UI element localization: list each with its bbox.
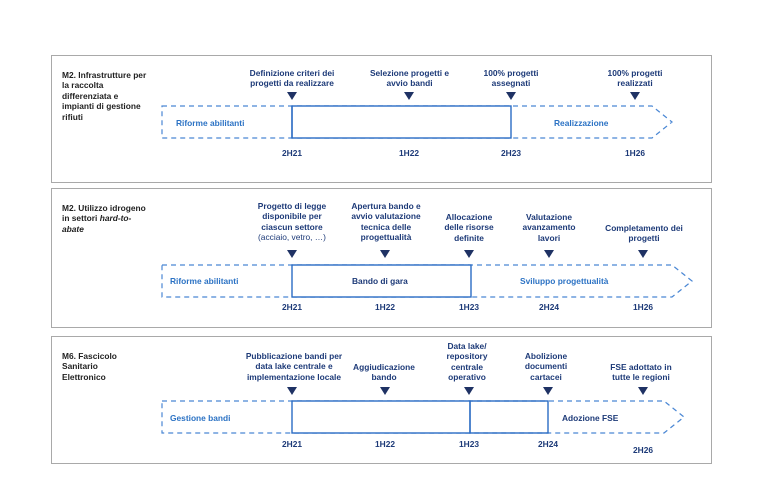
bar-label: Adozione FSE bbox=[562, 413, 619, 423]
date-label: 1H23 bbox=[458, 302, 480, 312]
date-label: 1H23 bbox=[458, 439, 480, 449]
timeline-bar bbox=[161, 400, 685, 434]
milestone-label: 100% progetti realizzati bbox=[607, 68, 663, 89]
milestone-label: Abolizione documenti cartacei bbox=[524, 351, 568, 382]
date-label: 2H23 bbox=[500, 148, 522, 158]
milestone-sublabel: (acciaio, vetro, …) bbox=[258, 232, 326, 243]
date-label: 1H22 bbox=[374, 439, 396, 449]
date-label: 2H21 bbox=[281, 148, 303, 158]
panel-waste-infrastructure: M2. Infrastrutture per la raccolta diffe… bbox=[51, 55, 712, 183]
panel-hydrogen: M2. Utilizzo idrogeno in settori hard-to… bbox=[51, 188, 712, 328]
panel-health-record: M6. Fascicolo Sanitario Elettronico Pubb… bbox=[51, 336, 712, 464]
milestone-label: FSE adottato in tutte le regioni bbox=[610, 362, 672, 383]
panel-title-italic: hard-to-abate bbox=[62, 213, 132, 234]
date-label: 1H26 bbox=[632, 302, 654, 312]
timeline-bar bbox=[161, 105, 673, 139]
milestone-label: 100% progetti assegnati bbox=[483, 68, 539, 89]
milestone-label-text: Progetto di legge disponibile per ciascu… bbox=[257, 201, 327, 232]
milestone-marker bbox=[464, 250, 474, 258]
panel-title-text: M2. Utilizzo idrogeno in settori bbox=[62, 203, 146, 224]
milestone-label: Pubblicazione bandi per data lake centra… bbox=[245, 351, 343, 382]
milestone-marker bbox=[630, 92, 640, 100]
milestone-marker bbox=[380, 387, 390, 395]
milestone-label: Allocazione delle risorse definite bbox=[444, 212, 494, 243]
milestone-label: Definizione criteri dei progetti da real… bbox=[249, 68, 335, 89]
milestone-marker bbox=[287, 387, 297, 395]
milestone-label: Completamento dei progetti bbox=[605, 223, 683, 244]
date-label: 2H21 bbox=[281, 302, 303, 312]
milestone-marker bbox=[638, 387, 648, 395]
bar-label: Sviluppo progettualità bbox=[520, 276, 609, 286]
bar-label: Riforme abilitanti bbox=[176, 118, 245, 128]
bar-label: Riforme abilitanti bbox=[170, 276, 239, 286]
milestone-marker bbox=[380, 250, 390, 258]
milestone-marker bbox=[544, 250, 554, 258]
bar-label: Bando di gara bbox=[352, 276, 408, 286]
panel-title: M2. Infrastrutture per la raccolta diffe… bbox=[62, 70, 147, 122]
date-label: 2H21 bbox=[281, 439, 303, 449]
milestone-marker bbox=[506, 92, 516, 100]
milestone-label: Progetto di legge disponibile per ciascu… bbox=[248, 201, 336, 243]
panel-title: M6. Fascicolo Sanitario Elettronico bbox=[62, 351, 117, 382]
date-label: 2H26 bbox=[632, 445, 654, 455]
milestone-label: Aggiudicazione bando bbox=[353, 362, 415, 383]
date-label: 2H24 bbox=[537, 439, 559, 449]
date-label: 1H22 bbox=[374, 302, 396, 312]
date-label: 2H24 bbox=[538, 302, 560, 312]
milestone-marker bbox=[464, 387, 474, 395]
panel-title: M2. Utilizzo idrogeno in settori hard-to… bbox=[62, 203, 150, 234]
date-label: 1H26 bbox=[624, 148, 646, 158]
milestone-marker bbox=[638, 250, 648, 258]
bar-label: Realizzazione bbox=[554, 118, 609, 128]
milestone-marker bbox=[543, 387, 553, 395]
milestone-marker bbox=[287, 250, 297, 258]
milestone-marker bbox=[287, 92, 297, 100]
milestone-label: Data lake/ repository centrale operativo bbox=[446, 341, 488, 383]
timeline-bar bbox=[161, 264, 693, 298]
milestone-label: Apertura bando e avvio valutazione tecni… bbox=[351, 201, 421, 243]
milestone-marker bbox=[404, 92, 414, 100]
milestone-label: Selezione progetti e avvio bandi bbox=[369, 68, 450, 89]
milestone-label: Valutazione avanzamento lavori bbox=[522, 212, 576, 243]
bar-label: Gestione bandi bbox=[170, 413, 231, 423]
date-label: 1H22 bbox=[398, 148, 420, 158]
